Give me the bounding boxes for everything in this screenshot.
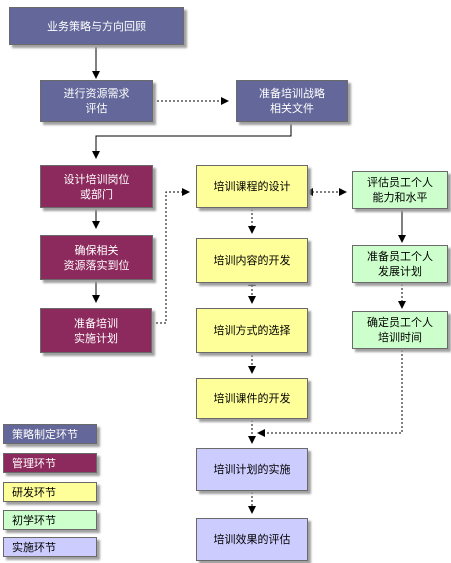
node-strategy-docs: 准备培训战略 相关文件	[236, 80, 348, 122]
arrow-docs-to-positions	[92, 124, 292, 159]
node-courseware-dev: 培训课件的开发	[196, 378, 308, 419]
legend-manage: 管理环节	[3, 453, 97, 473]
legend-dev: 研发环节	[3, 482, 97, 502]
node-ensure-resources: 确保相关 资源落实到位	[40, 235, 153, 280]
arrow-plan-to-course	[152, 188, 190, 324]
node-needs-assessment: 进行资源需求 评估	[40, 80, 153, 122]
node-content-dev: 培训内容的开发	[196, 238, 308, 283]
node-course-design: 培训课程的设计	[196, 165, 308, 208]
node-assess-staff: 评估员工个人 能力和水平	[352, 171, 448, 209]
node-dev-plan: 准备员工个人 发展计划	[352, 245, 448, 283]
node-training-time: 确定员工个人 培训时间	[352, 311, 448, 349]
legend-strategy: 策略制定环节	[3, 424, 97, 444]
legend-learn: 初学环节	[3, 510, 97, 530]
legend-impl: 实施环节	[3, 537, 97, 557]
node-effect-eval: 培训效果的评估	[196, 518, 308, 561]
node-business-review: 业务策略与方向回顾	[9, 7, 184, 45]
node-prepare-plan: 准备培训 实施计划	[40, 308, 152, 353]
node-plan-implement: 培训计划的实施	[196, 448, 308, 491]
node-design-positions: 设计培训岗位 或部门	[40, 165, 153, 208]
node-method-choice: 培训方式的选择	[196, 308, 308, 353]
